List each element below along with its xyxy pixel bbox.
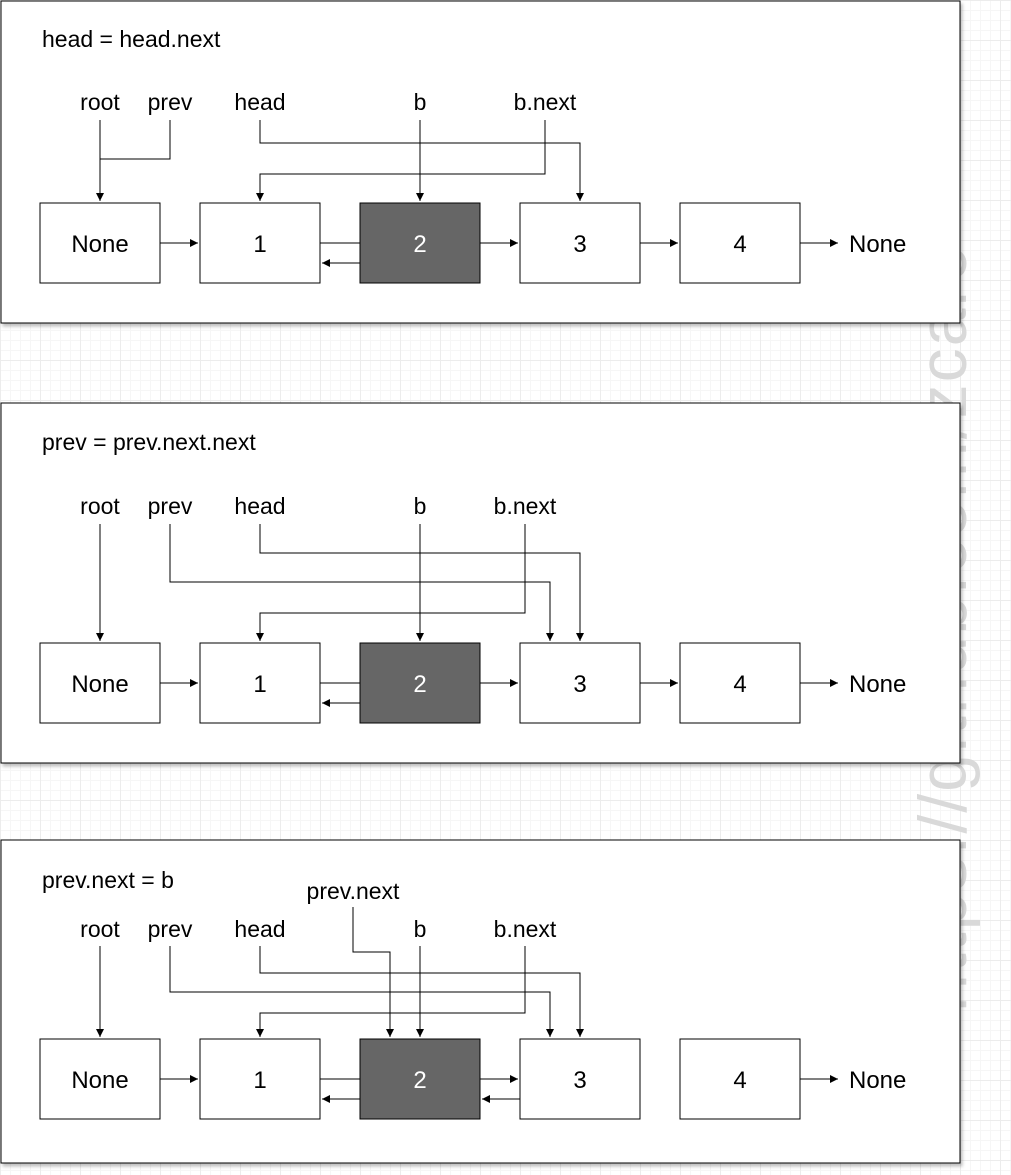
node-4 bbox=[679, 202, 801, 284]
node-1-label: 1 bbox=[253, 231, 266, 258]
node-4-label: 4 bbox=[733, 1067, 746, 1094]
node-3 bbox=[519, 1038, 641, 1120]
node-2-label: 2 bbox=[413, 671, 426, 698]
node-4-label: 4 bbox=[733, 231, 746, 258]
var-b-label: b bbox=[414, 916, 427, 942]
var-root-label: root bbox=[80, 89, 120, 115]
var-root-label: root bbox=[80, 916, 120, 942]
node-none-label: None bbox=[71, 231, 128, 258]
var-head-label: head bbox=[234, 916, 285, 942]
tail-none-label: None bbox=[849, 671, 906, 698]
arrow-b-next-to-1 bbox=[256, 120, 546, 201]
panel-1-title: head = head.next bbox=[42, 26, 221, 52]
var-head-label: head bbox=[234, 493, 285, 519]
panel-2: prev = prev.next.next root prev head b b… bbox=[0, 402, 961, 764]
var-root-label: root bbox=[80, 493, 120, 519]
node-2-label: 2 bbox=[413, 1067, 426, 1094]
node-1 bbox=[199, 1038, 321, 1120]
panel-1: head = head.next root prev head b b.next… bbox=[0, 0, 961, 324]
node-4 bbox=[679, 1038, 801, 1120]
node-1 bbox=[199, 202, 321, 284]
node-4-label: 4 bbox=[733, 671, 746, 698]
var-prev-label: prev bbox=[148, 89, 193, 115]
arrow-prev-to-3 bbox=[169, 524, 554, 641]
node-1-label: 1 bbox=[253, 1067, 266, 1094]
node-3-label: 3 bbox=[573, 671, 586, 698]
node-2-label: 2 bbox=[413, 231, 426, 258]
node-none bbox=[39, 1038, 161, 1120]
node-2-highlighted bbox=[359, 1038, 481, 1120]
var-prev-label: prev bbox=[148, 916, 193, 942]
arrow-prev-join-root bbox=[100, 120, 171, 160]
node-none-label: None bbox=[71, 671, 128, 698]
node-3 bbox=[519, 202, 641, 284]
node-2-highlighted bbox=[359, 202, 481, 284]
tail-none-label: None bbox=[849, 231, 906, 258]
var-b-next-label: b.next bbox=[514, 89, 577, 115]
arrow-prev-next-to-2 bbox=[352, 907, 394, 1037]
node-1-label: 1 bbox=[253, 671, 266, 698]
var-prev-label: prev bbox=[148, 493, 193, 519]
node-none bbox=[39, 202, 161, 284]
var-prev-next-label: prev.next bbox=[307, 878, 401, 904]
arrow-b-next-to-1 bbox=[256, 524, 526, 641]
node-1 bbox=[199, 642, 321, 724]
node-none bbox=[39, 642, 161, 724]
arrow-b-next-to-1 bbox=[256, 946, 526, 1037]
panel-3: prev.next = b prev.next root prev head b… bbox=[0, 839, 961, 1164]
panel-3-title: prev.next = b bbox=[42, 867, 174, 893]
node-3-label: 3 bbox=[573, 1067, 586, 1094]
var-b-label: b bbox=[414, 493, 427, 519]
node-3-label: 3 bbox=[573, 231, 586, 258]
arrow-prev-to-3 bbox=[169, 946, 554, 1037]
tail-none-label: None bbox=[849, 1067, 906, 1094]
var-b-label: b bbox=[414, 89, 427, 115]
var-b-next-label: b.next bbox=[494, 493, 557, 519]
var-b-next-label: b.next bbox=[494, 916, 557, 942]
node-4 bbox=[679, 642, 801, 724]
var-head-label: head bbox=[234, 89, 285, 115]
node-none-label: None bbox=[71, 1067, 128, 1094]
panel-2-title: prev = prev.next.next bbox=[42, 429, 256, 455]
node-3 bbox=[519, 642, 641, 724]
